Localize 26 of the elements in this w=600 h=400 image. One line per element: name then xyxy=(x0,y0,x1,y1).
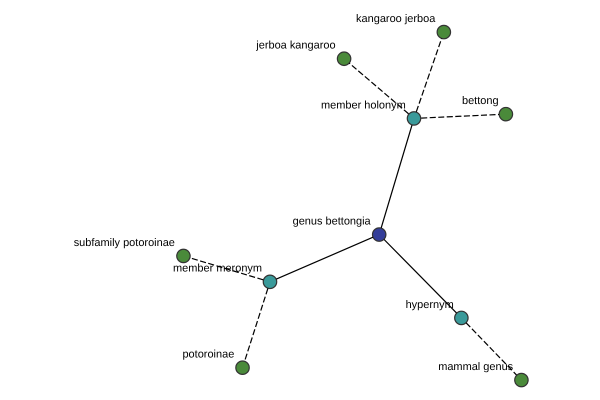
node-label: bettong xyxy=(462,95,499,108)
node-label: mammal genus xyxy=(438,360,514,373)
connector xyxy=(380,125,413,228)
connector xyxy=(348,62,409,114)
node-circle xyxy=(498,106,514,122)
node-circle xyxy=(235,360,250,376)
node-label: member holonym xyxy=(321,99,406,112)
node-circle xyxy=(454,310,469,326)
node-circle xyxy=(514,372,529,388)
connector xyxy=(384,239,458,314)
connector xyxy=(466,322,517,376)
node-label: subfamily potoroinae xyxy=(74,236,175,249)
node-circle xyxy=(406,111,422,126)
node-circle xyxy=(372,227,386,242)
node-circle xyxy=(336,51,352,66)
node-label: jerboa kangaroo xyxy=(256,40,336,52)
connector xyxy=(244,288,268,362)
connector xyxy=(276,236,374,280)
node-label: genus bettongia xyxy=(292,215,371,228)
node-circle xyxy=(436,24,452,40)
node-label: potoroinae xyxy=(182,348,234,361)
node-label: kangaroo jerboa xyxy=(356,12,436,25)
connector xyxy=(421,114,499,119)
connector xyxy=(416,38,442,112)
node-circle xyxy=(262,274,278,290)
node-circle xyxy=(176,248,191,264)
